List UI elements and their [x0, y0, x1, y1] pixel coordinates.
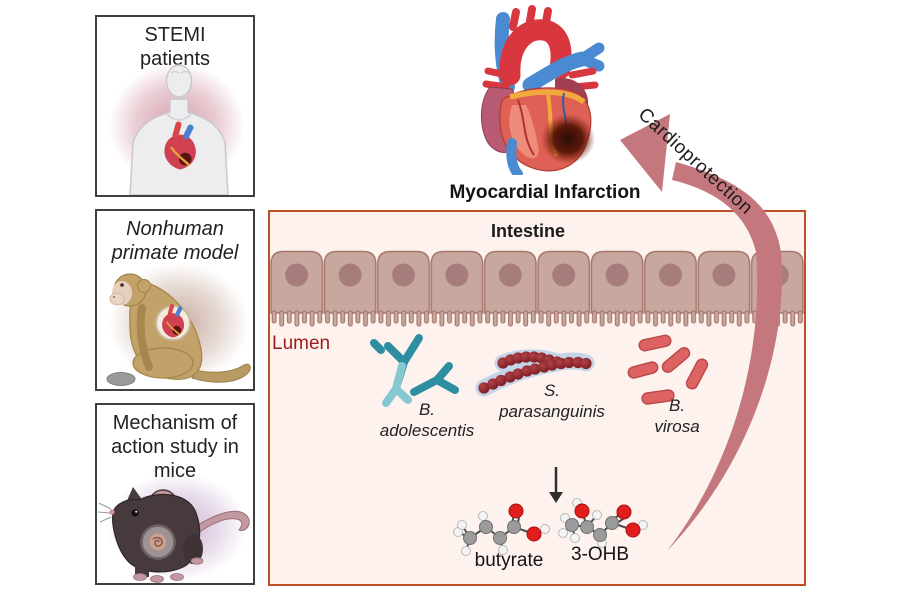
gut-inset-circle: [140, 524, 176, 560]
b-adolescentis-label: B. adolescentis: [379, 400, 475, 440]
monkey-illustration: [106, 263, 251, 386]
mouse-ear-left: [126, 487, 143, 503]
myocardial-infarction-label: Myocardial Infarction: [449, 182, 641, 203]
b-virosa-label: B. virosa: [654, 396, 700, 436]
mouse-nose: [109, 509, 115, 515]
panel-primate-title: Nonhuman primate model: [111, 218, 239, 264]
mouse-eye: [131, 509, 139, 517]
panel-stemi-title: STEMI patients: [139, 24, 211, 70]
infarct-region: [541, 114, 595, 164]
human-torso-illustration: [109, 63, 245, 195]
heart-inset-circle: [155, 306, 191, 341]
s-parasanguinis-label: S. parasanguinis: [499, 381, 605, 421]
mouse-whiskers: [97, 502, 112, 523]
butyrate-label: butyrate: [474, 550, 544, 571]
panel-stemi-patients: STEMI patients: [95, 15, 255, 197]
ohb-label: 3-OHB: [570, 544, 630, 565]
intestine-title: Intestine: [490, 221, 565, 241]
panel-primate-model: Nonhuman primate model: [95, 209, 255, 391]
monkey-body: [106, 273, 251, 386]
heart-illustration: [481, 5, 605, 175]
monkey-eye: [120, 283, 124, 287]
mouse-feet: [133, 557, 204, 583]
mouse-illustration: [97, 473, 250, 583]
panel-mice-study: Mechanism of action study in mice: [95, 403, 255, 585]
heart-chambers: [481, 78, 595, 175]
panel-mice-title: Mechanism of action study in mice: [111, 412, 239, 482]
monkey-ear: [137, 279, 151, 293]
mouse-tail: [194, 510, 250, 534]
great-vessels: [482, 5, 605, 94]
lumen-label: Lumen: [272, 333, 331, 354]
monkey-tail: [191, 363, 251, 383]
